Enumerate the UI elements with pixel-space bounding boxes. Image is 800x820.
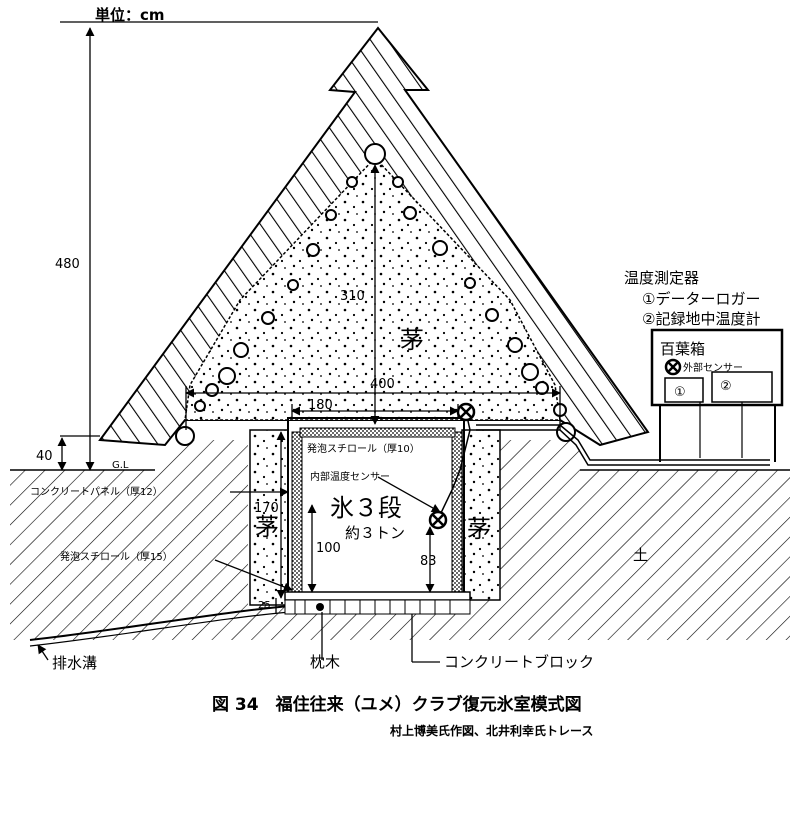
caption-title: 図 34 福住往来（ユメ）クラブ復元氷室模式図 xyxy=(212,694,582,715)
ice-label-2: 約３トン xyxy=(345,524,405,542)
drain-label: 排水溝 xyxy=(52,654,97,672)
sleeper-mark xyxy=(316,603,324,611)
sensor-cable xyxy=(439,411,770,516)
drain-ditch xyxy=(29,605,291,641)
ground xyxy=(10,440,790,700)
sensor-inner-icon xyxy=(428,510,448,530)
dim-170: 170 xyxy=(254,501,279,516)
outer-sensor-label: 外部センサー xyxy=(683,361,743,374)
floor-plate xyxy=(284,591,471,601)
dim-83: 83 xyxy=(420,554,437,569)
thatch-label-right: 茅 xyxy=(467,515,491,543)
unit-label: 単位：cm xyxy=(95,6,165,24)
instrument-item-2: ②記録地中温度計 xyxy=(642,310,760,328)
dim-400: 400 xyxy=(370,377,395,392)
thatch-label-top: 茅 xyxy=(400,326,424,354)
box-2-label: ② xyxy=(720,379,732,394)
box-1-label: ① xyxy=(674,385,686,400)
styrofoam-ceiling xyxy=(299,427,456,438)
dim-100: 100 xyxy=(316,541,341,556)
ice-label-1: 氷３段 xyxy=(330,494,402,522)
concrete-panel-label: コンクリートパネル（厚12） xyxy=(30,486,163,498)
drain-ditch-lower xyxy=(29,611,291,647)
hyakuyobako-label: 百葉箱 xyxy=(660,340,705,358)
styrofoam-left xyxy=(291,431,303,595)
concrete-block-label: コンクリートブロック xyxy=(444,653,594,671)
styrofoam-wall-label: 発泡スチロール（厚15） xyxy=(60,550,173,563)
soil-label: 土 xyxy=(633,546,648,564)
sensor-top-icon xyxy=(456,402,476,422)
dim-180: 180 xyxy=(308,398,333,413)
dim-480: 480 xyxy=(55,257,80,272)
styrofoam-right xyxy=(451,431,463,593)
gl-label: G.L xyxy=(112,460,129,471)
styrofoam-ceiling-label: 発泡スチロール（厚10） xyxy=(307,442,420,455)
bamboo-rings xyxy=(175,143,576,446)
dim-40: 40 xyxy=(36,449,53,464)
instrument-item-1: ①データーロガー xyxy=(642,290,760,308)
sleeper-label: 枕木 xyxy=(310,653,340,671)
instrument-title: 温度測定器 xyxy=(624,269,699,287)
hyakuyobako xyxy=(650,328,784,462)
dimension-lines xyxy=(37,21,561,663)
dim-310: 310 xyxy=(340,289,365,304)
concrete-blocks xyxy=(284,599,471,615)
thatch-label-left: 茅 xyxy=(255,513,279,541)
inner-sensor-label: 内部温度センサー xyxy=(310,470,390,483)
dim-25: 25 xyxy=(258,600,271,611)
caption-credit: 村上博美氏作図、北井利幸氏トレース xyxy=(390,723,593,738)
